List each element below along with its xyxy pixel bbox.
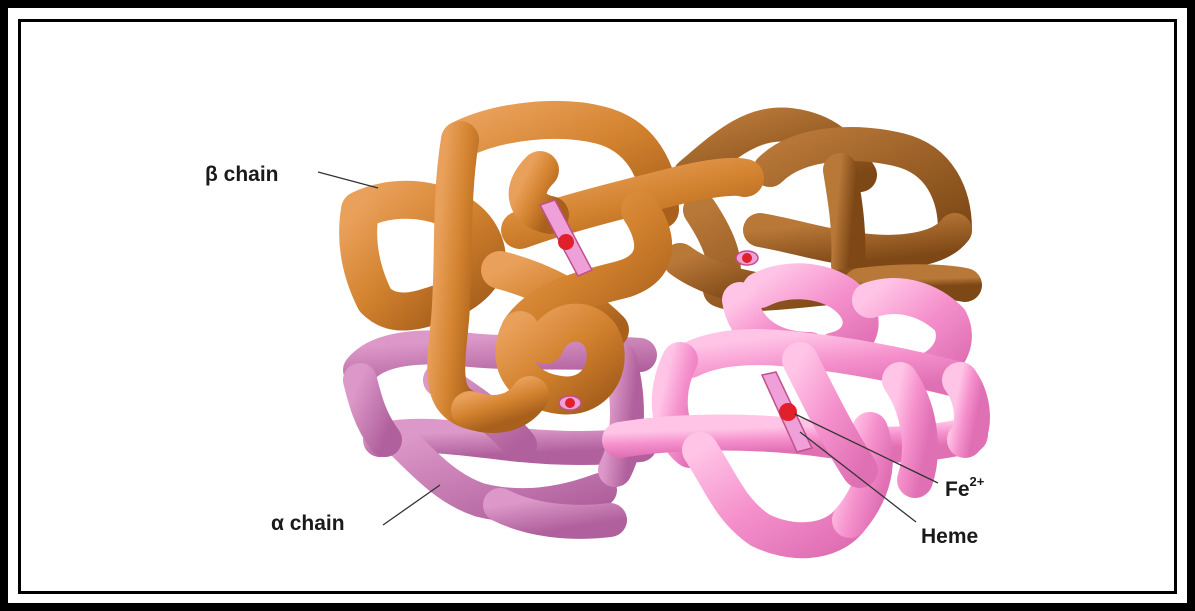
beta-chain-label: β chain bbox=[205, 163, 279, 186]
iron-symbol: Fe bbox=[945, 478, 970, 501]
heme-group-beta-back bbox=[736, 251, 758, 265]
iron-charge: 2+ bbox=[970, 474, 985, 489]
heme-group-alpha-back bbox=[559, 396, 581, 410]
heme-label: Heme bbox=[921, 525, 978, 548]
beta-chain-leader bbox=[318, 172, 378, 188]
alpha-chain-leader bbox=[383, 485, 440, 525]
iron-atom bbox=[742, 253, 752, 263]
iron-atom bbox=[565, 398, 575, 408]
iron-label: Fe2+ bbox=[945, 474, 985, 501]
iron-atom bbox=[779, 403, 797, 421]
iron-atom bbox=[558, 234, 574, 250]
alpha-chain-label: α chain bbox=[271, 512, 345, 535]
